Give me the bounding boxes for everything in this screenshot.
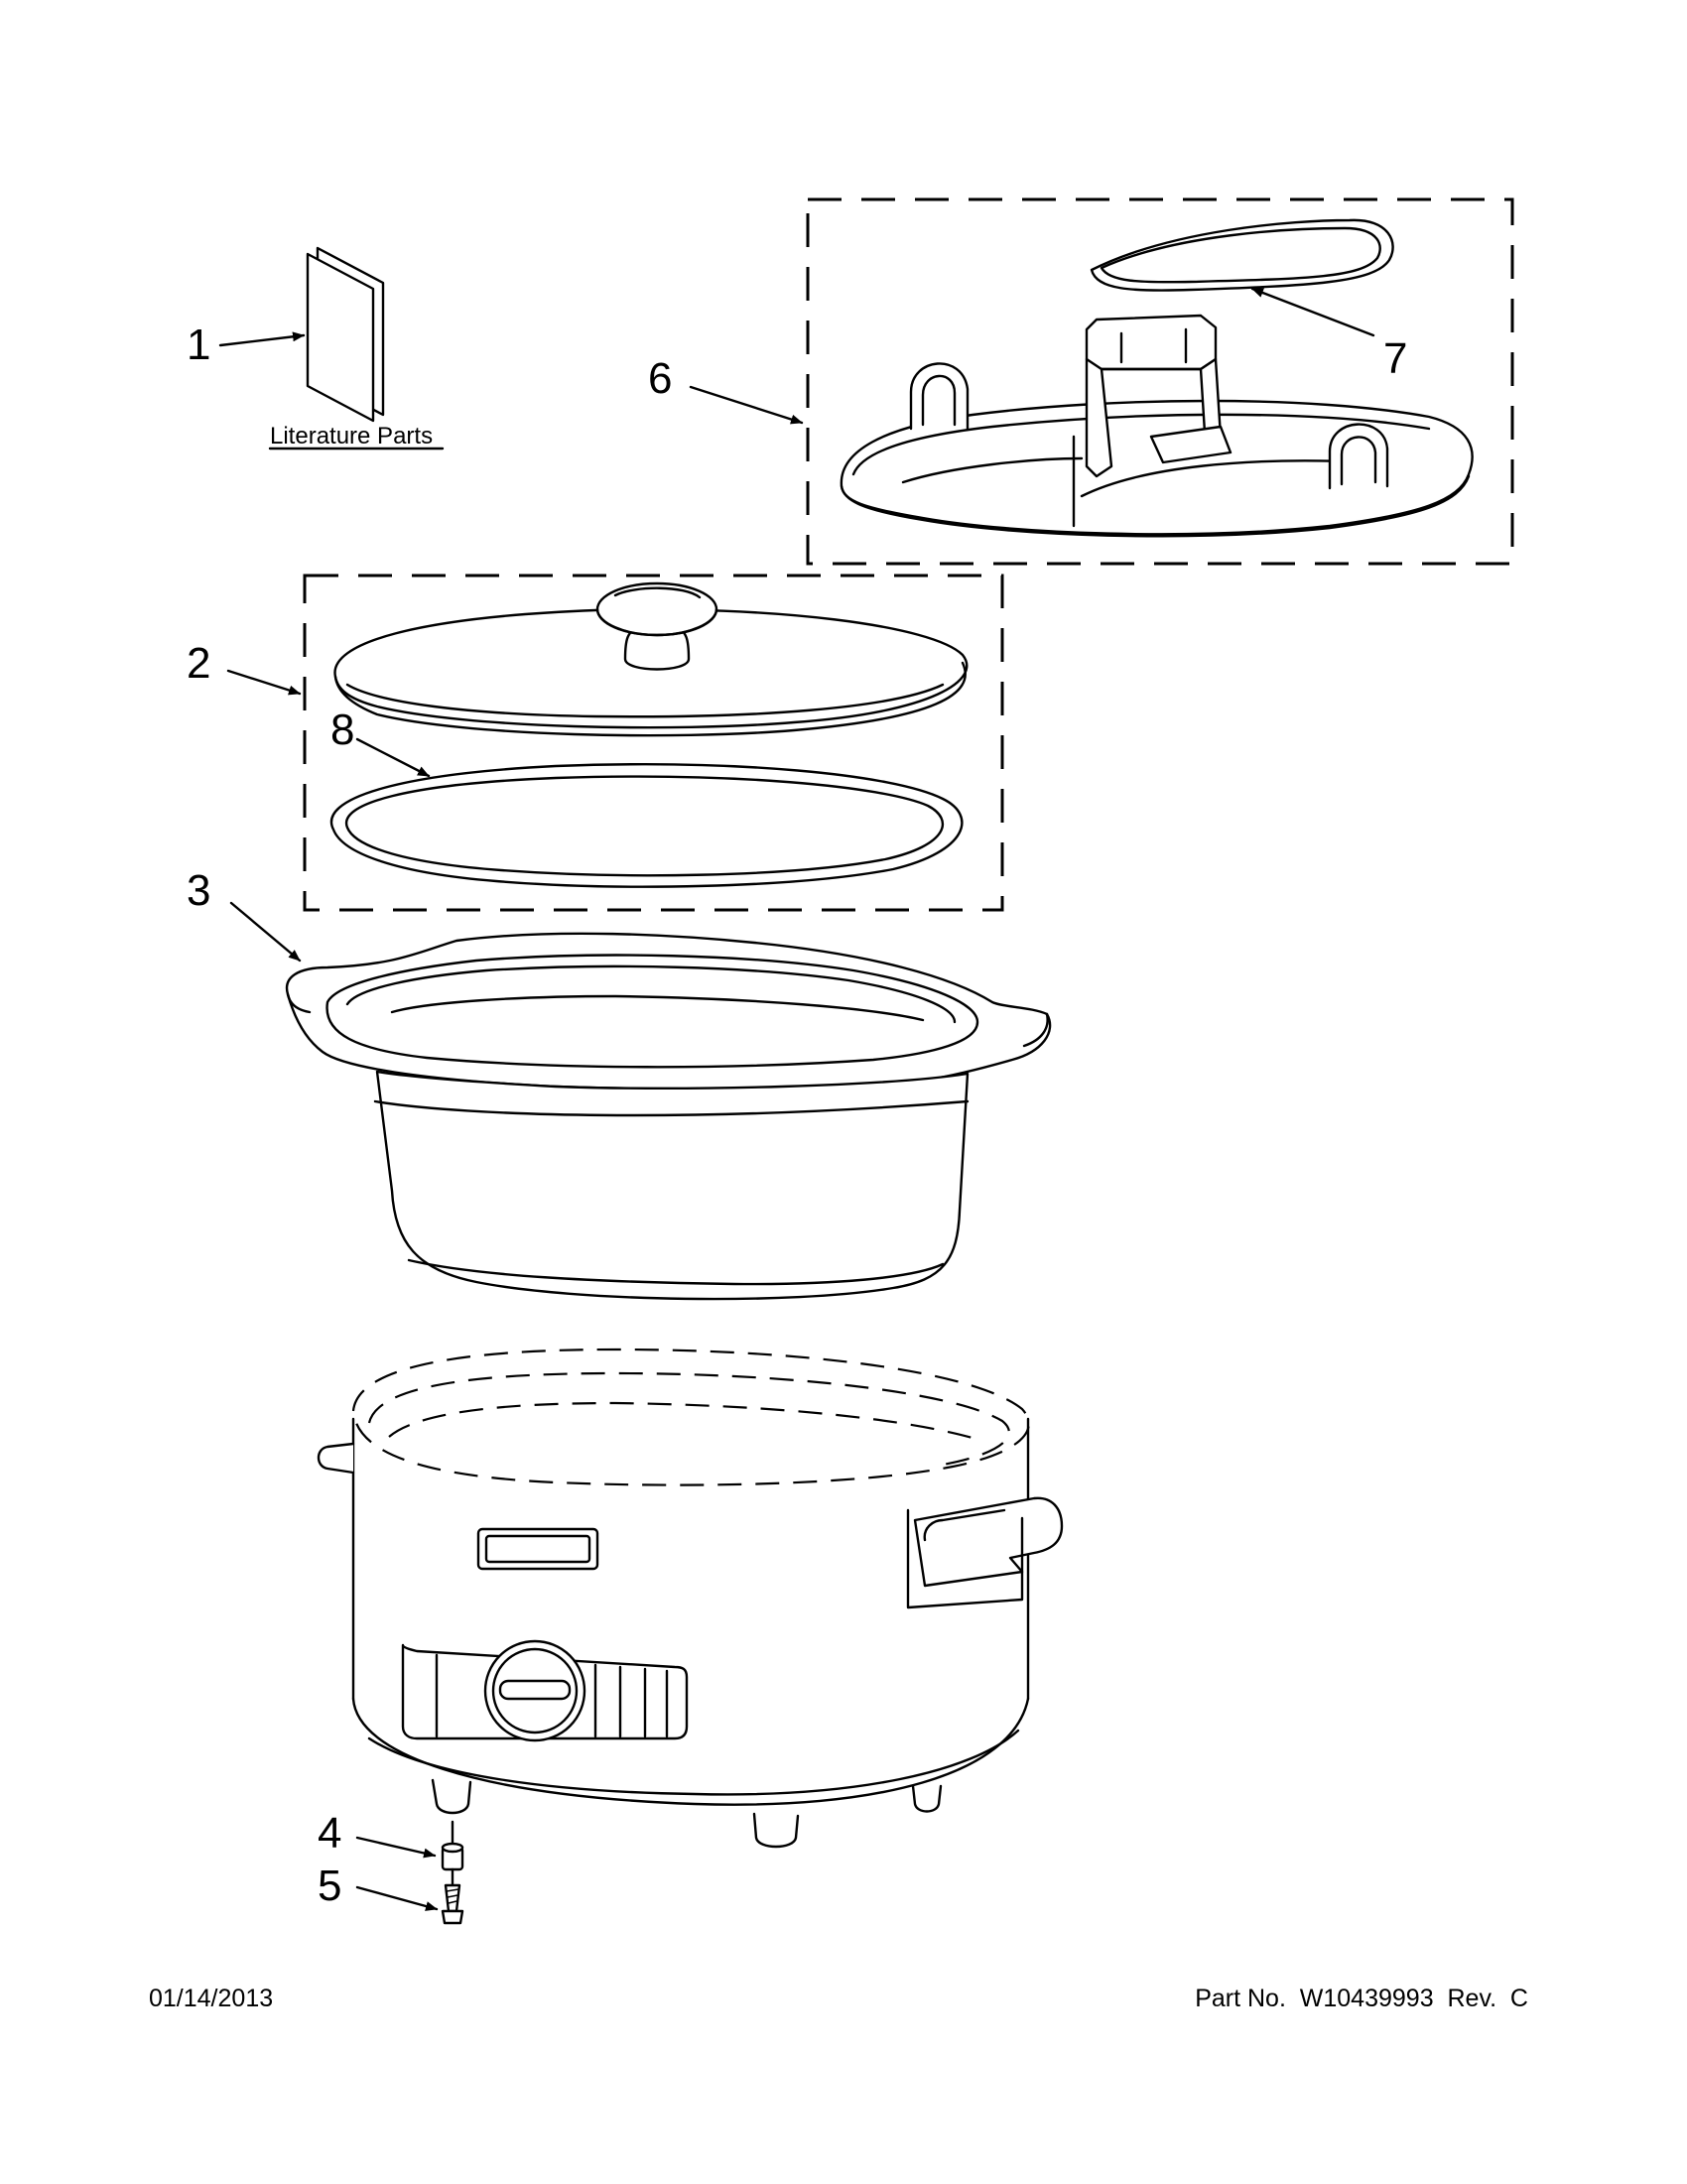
callout-5: 5 (318, 1862, 341, 1910)
lid-assembly-group-box (806, 197, 1514, 566)
screw-5 (441, 1867, 464, 1925)
leader-1 (218, 331, 306, 347)
leader-4 (355, 1836, 437, 1859)
leader-3 (229, 901, 302, 963)
callout-7: 7 (1383, 334, 1407, 383)
callout-2: 2 (187, 639, 210, 688)
callout-1: 1 (187, 321, 210, 369)
locking-lid-6 (840, 314, 1474, 538)
callout-4: 4 (318, 1809, 341, 1858)
literature-booklet: Literature Parts (268, 246, 445, 450)
callout-8: 8 (330, 706, 354, 754)
leader-7 (1250, 287, 1375, 337)
literature-parts-label: Literature Parts (270, 423, 433, 450)
glass-lid-2 (333, 581, 969, 737)
glass-lid-group-box (303, 574, 1004, 912)
leader-6 (689, 385, 804, 425)
leader-2 (226, 669, 302, 696)
footer-date: 01/14/2013 (149, 1985, 274, 2012)
glass-lid-gasket-8 (329, 763, 964, 888)
lid-gasket-7 (1090, 218, 1394, 292)
footer-part-number: Part No. W10439993 Rev. C (1195, 1985, 1528, 2012)
callout-3: 3 (187, 866, 210, 915)
leader-5 (355, 1885, 439, 1911)
callout-6: 6 (648, 354, 672, 403)
rubber-foot-4 (441, 1820, 464, 1871)
leader-arrows (218, 287, 1375, 1911)
stoneware-crock-3 (285, 932, 1052, 1301)
leader-8 (355, 737, 431, 778)
cooker-base (317, 1348, 1064, 1849)
